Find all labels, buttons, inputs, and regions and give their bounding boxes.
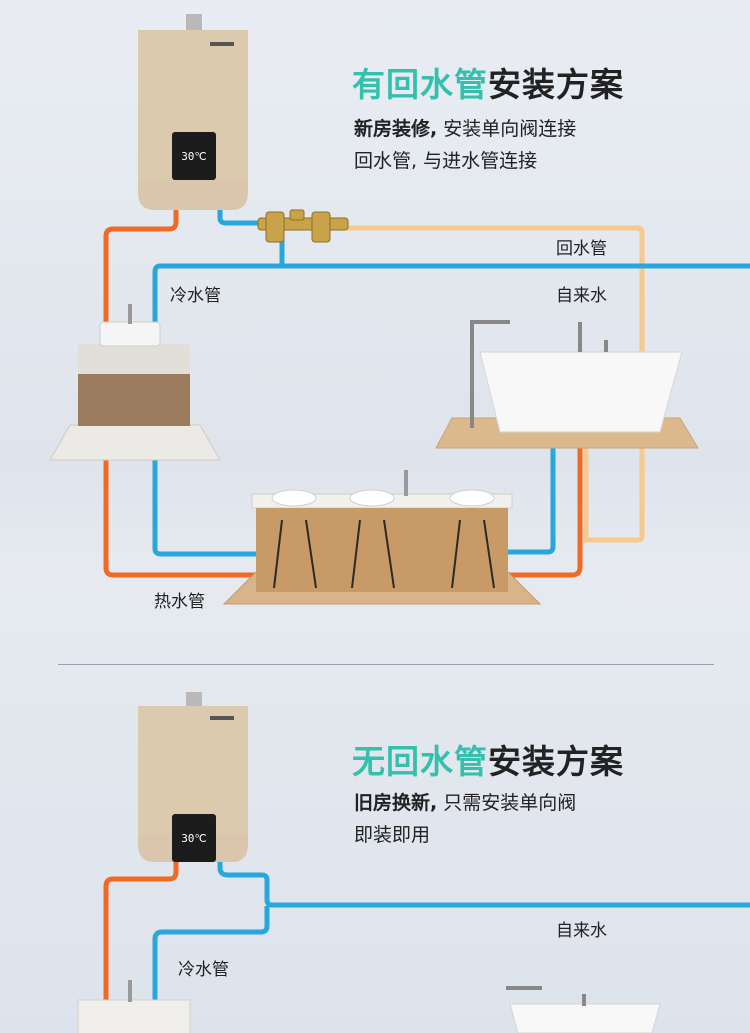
desc-bold: 新房装修,: [354, 118, 438, 140]
check-valve: [257, 209, 349, 243]
kitchen-island: [222, 470, 542, 605]
heater-display: 30℃: [181, 832, 207, 845]
cold-pipe-bath: [508, 448, 556, 555]
heater-display: 30℃: [181, 150, 207, 163]
sink-cabinet: [77, 980, 191, 1033]
bathtub: [506, 986, 661, 1033]
cold-pipe-line: [217, 856, 262, 878]
desc-line1: 只需安装单向阀: [437, 792, 577, 814]
section-without-return-pipe: 30℃ 无回水管安装方案 旧房换新, 只需安装单向阀 即装即用 自来水 冷水管: [0, 650, 750, 1033]
label-tap-water: 自来水: [556, 286, 607, 306]
desc-line1: 安装单向阀连接: [437, 118, 577, 140]
title-rest: 安装方案: [488, 65, 624, 104]
label-cold-pipe: 冷水管: [178, 960, 229, 980]
plumbing-diagram-with-return: 30℃: [49, 14, 750, 605]
title-highlight: 有回水管: [352, 65, 488, 104]
section-divider: [58, 664, 714, 665]
section-description: 旧房换新, 只需安装单向阀 即装即用: [354, 787, 576, 851]
water-heater: 30℃: [138, 692, 248, 862]
label-tap-water: 自来水: [556, 921, 607, 941]
section-title: 无回水管安装方案: [352, 735, 624, 783]
section-description: 新房装修, 安装单向阀连接 回水管, 与进水管连接: [354, 113, 576, 177]
title-highlight: 无回水管: [352, 742, 488, 781]
title-rest: 安装方案: [488, 742, 624, 781]
return-pipe-line: [285, 225, 645, 543]
sink-cabinet: [49, 304, 221, 461]
label-cold-pipe: 冷水管: [170, 286, 221, 306]
cold-pipe-line: [217, 205, 262, 226]
label-hot-pipe: 热水管: [154, 592, 205, 612]
desc-line2: 即装即用: [354, 824, 431, 846]
hot-pipe-line: [103, 857, 179, 1033]
desc-bold: 旧房换新,: [354, 792, 438, 814]
section-with-return-pipe: 30℃: [49, 14, 750, 612]
hot-pipe-line: [103, 206, 179, 342]
plumbing-diagram-without-return: 30℃: [77, 692, 750, 1033]
bathtub: [435, 320, 699, 449]
section-title: 有回水管安装方案: [352, 58, 624, 106]
desc-line2: 回水管, 与进水管连接: [354, 150, 538, 172]
water-heater: 30℃: [138, 14, 248, 210]
label-return-pipe: 回水管: [556, 239, 607, 259]
